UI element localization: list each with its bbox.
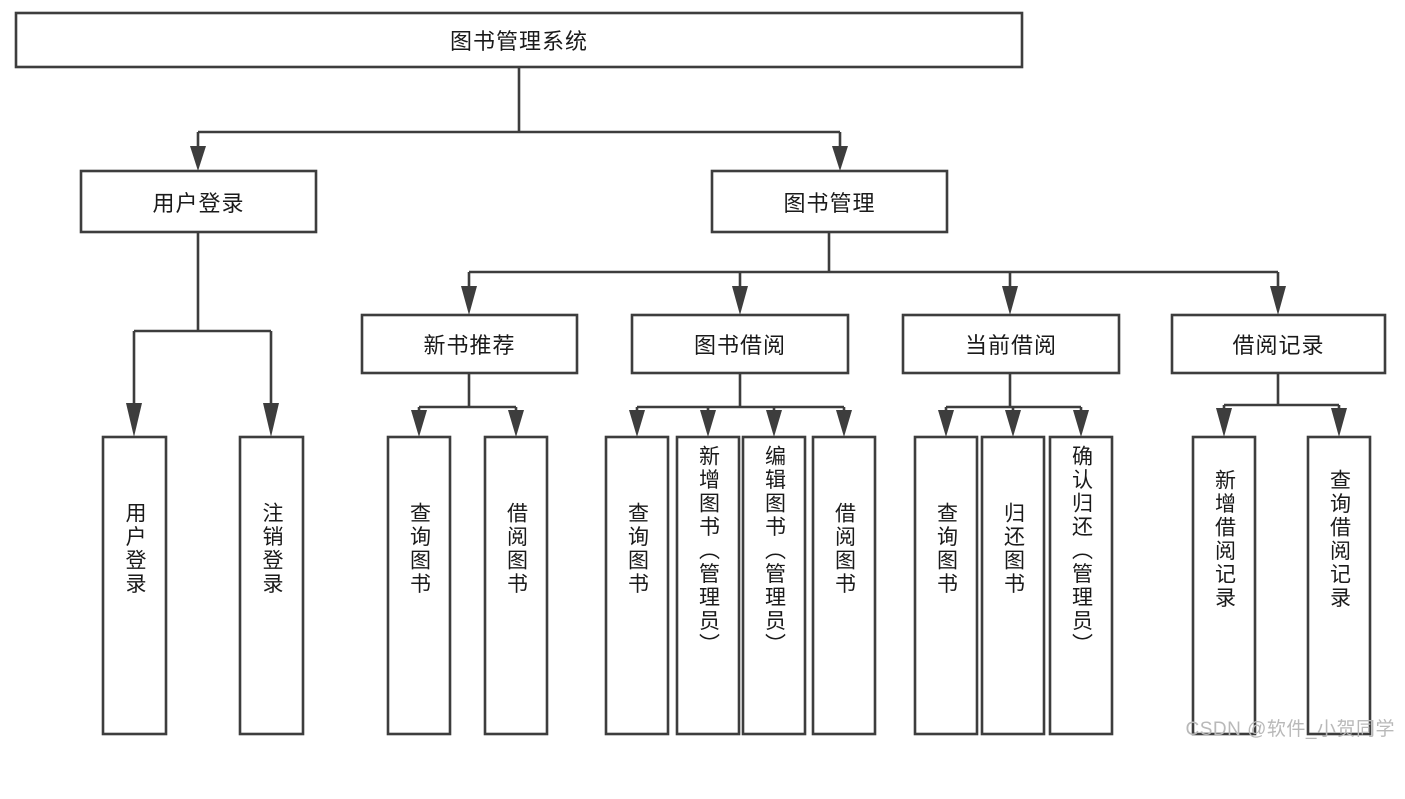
node-book-borrow[interactable] [630,313,850,375]
leaf-borrow-record-1[interactable] [1306,435,1372,736]
leaf-new-book-1[interactable] [483,435,549,736]
connector-root-to-level2 [190,67,848,171]
connector-userlogin-to-leaves [126,232,279,437]
csdn-watermark: CSDN @软件_小贺同学 [1185,719,1395,740]
leaf-book-borrow-0[interactable] [604,435,670,736]
leaf-book-borrow-3[interactable] [811,435,877,736]
connector-bookmgmt-to-level3 [461,232,1286,315]
diagram-canvas: 图书管理系统 用户登录 图书管理 新书推荐 图书借阅 当前借阅 借阅记录 用户登… [14,11,1395,740]
node-borrow-record[interactable] [1170,313,1387,375]
flowchart-svg [14,11,1387,736]
leaf-book-borrow-2[interactable] [741,435,807,736]
node-book-management[interactable] [710,169,949,234]
node-root[interactable] [14,11,1024,69]
leaf-user-login-0[interactable] [101,435,168,736]
leaf-user-login-1[interactable] [238,435,305,736]
leaf-current-borrow-2[interactable] [1048,435,1114,736]
connector-bookborrow-to-leaves [629,373,852,437]
leaf-current-borrow-1[interactable] [980,435,1046,736]
connector-borrowrecord-to-leaves [1216,373,1347,437]
node-current-borrow[interactable] [901,313,1121,375]
connector-newbook-to-leaves [411,373,524,437]
node-new-book-recommend[interactable] [360,313,579,375]
leaf-borrow-record-0[interactable] [1191,435,1257,736]
leaf-current-borrow-0[interactable] [913,435,979,736]
leaf-new-book-0[interactable] [386,435,452,736]
leaf-book-borrow-1[interactable] [675,435,741,736]
connector-currentborrow-to-leaves [938,373,1089,437]
node-user-login[interactable] [79,169,318,234]
